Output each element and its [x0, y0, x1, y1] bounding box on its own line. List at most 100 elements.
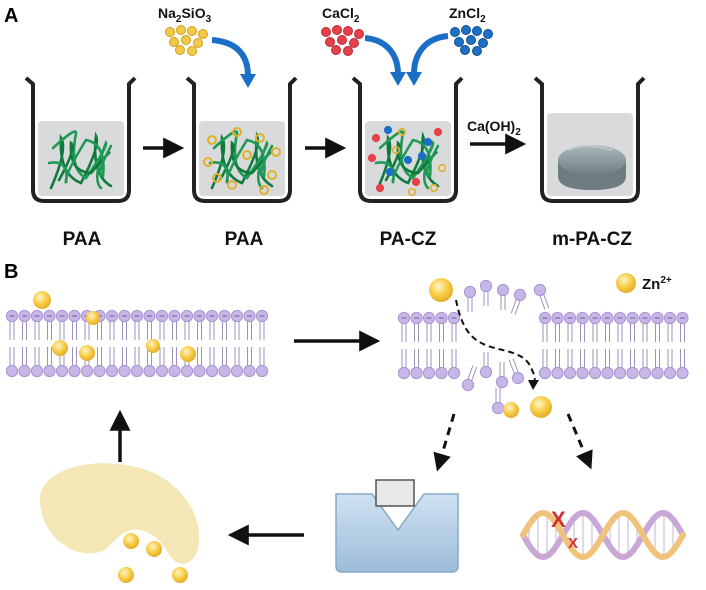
silicate-particle	[207, 135, 217, 145]
calcium-particle	[343, 26, 353, 36]
lipid-head	[55, 364, 69, 378]
lipid-head	[130, 364, 144, 378]
lipid-head	[168, 364, 181, 378]
lipid-head	[447, 366, 461, 380]
zinc-particle	[461, 25, 471, 35]
lipid-head	[80, 364, 94, 378]
silicate-particle	[203, 157, 213, 167]
dna-damage-marks: X X	[551, 507, 578, 552]
zinc-particle-cluster	[450, 25, 493, 56]
zinc-entry-path	[455, 299, 536, 387]
lipid-head	[68, 364, 81, 378]
add-cacl2-arrowhead	[390, 72, 406, 86]
silicate-particle	[169, 37, 179, 47]
zinc-ions-at-membrane	[33, 291, 196, 362]
dna-strand	[520, 509, 686, 561]
panel-b-letter: B	[4, 261, 18, 283]
silicate-particle	[271, 147, 281, 157]
gel-fiber-network	[47, 130, 113, 190]
lipid-head	[118, 364, 131, 378]
zinc-ions-released	[118, 533, 188, 583]
beaker-label-2: PAA	[225, 229, 264, 250]
lipid-fragment	[508, 358, 525, 385]
lipid-head	[30, 364, 44, 378]
zinc-ion	[429, 278, 453, 302]
silicate-particle	[259, 185, 269, 195]
silicate-particle	[232, 127, 242, 137]
zinc-ion	[79, 345, 95, 361]
zinc-ion	[503, 402, 519, 418]
calcium-particle	[343, 46, 353, 56]
zinc-particle	[460, 45, 470, 55]
calcium-particle	[325, 37, 335, 47]
zinc-particle	[472, 26, 482, 36]
ion-particle	[411, 177, 421, 187]
lipid-head	[613, 366, 627, 380]
lipid-head	[105, 364, 119, 378]
silicate-particle	[227, 180, 237, 190]
ion-particle	[433, 127, 443, 137]
svg-text:X: X	[551, 507, 566, 532]
dna-double-helix	[520, 509, 686, 561]
add-silicate-arrow	[211, 37, 251, 77]
arrow-to-dna	[566, 413, 593, 470]
lipid-head	[155, 364, 169, 378]
zinc-particle	[450, 27, 460, 37]
ion-particle	[391, 145, 401, 155]
lipid-head	[410, 366, 423, 380]
zinc-ion	[33, 291, 51, 309]
gel-fiber	[49, 131, 113, 190]
silicate-particle	[193, 38, 203, 48]
zinc-ion	[146, 541, 162, 557]
zinc-ion	[52, 340, 68, 356]
calcium-particle	[332, 25, 342, 35]
scattered-lipid-fragments	[461, 279, 550, 415]
calcium-particle	[321, 27, 331, 37]
silicate-particle-cluster	[165, 25, 208, 56]
silicate-particle	[181, 35, 191, 45]
lipid-head	[5, 364, 19, 378]
add-zncl2-arrow	[411, 33, 449, 75]
silicate-particle	[165, 27, 175, 37]
lipid-head	[663, 366, 677, 380]
silicate-particle	[267, 170, 277, 180]
ion-particle	[367, 153, 377, 163]
zinc-ion-legend-label: Zn2+	[642, 275, 672, 293]
zinc-ion	[118, 567, 134, 583]
calcium-particle	[349, 38, 359, 48]
zinc-ion	[123, 533, 139, 549]
hydrogel-disc	[558, 145, 626, 190]
lipid-head	[563, 366, 577, 380]
lipid-head	[638, 366, 652, 380]
lipid-head	[243, 364, 256, 378]
gel-fiber-network	[208, 130, 274, 190]
beaker-pa-cz	[351, 76, 464, 203]
lipid-head	[180, 364, 194, 378]
lipid-fragment	[533, 283, 550, 310]
lipid-head	[18, 364, 31, 378]
lipid-head	[422, 366, 436, 380]
silicate-particle	[255, 133, 265, 143]
zinc-ion	[180, 346, 196, 362]
silicate-particle	[175, 45, 185, 55]
ion-particle	[383, 125, 393, 135]
ion-particle	[397, 127, 407, 137]
zinc-particle	[483, 29, 493, 39]
zinc-particle	[454, 37, 464, 47]
reagent-zncl2-label: ZnCl2	[449, 5, 486, 25]
lipid-head	[651, 366, 664, 380]
mixed-ion-particles-in-gel	[367, 125, 447, 197]
zinc-ions-entering	[429, 278, 552, 418]
silicate-particle	[242, 150, 252, 160]
beaker-label-1: PAA	[63, 229, 102, 250]
beaker-label-4: m-PA-CZ	[552, 229, 632, 250]
lipid-head	[576, 366, 589, 380]
lipid-head	[193, 364, 206, 378]
inhibitor-block	[375, 479, 415, 507]
lipid-head	[230, 364, 244, 378]
svg-text:X: X	[568, 535, 578, 552]
zinc-ion-legend-icon	[616, 273, 636, 293]
damaged-bacterial-cell	[40, 463, 200, 564]
silicate-particle	[187, 46, 197, 56]
